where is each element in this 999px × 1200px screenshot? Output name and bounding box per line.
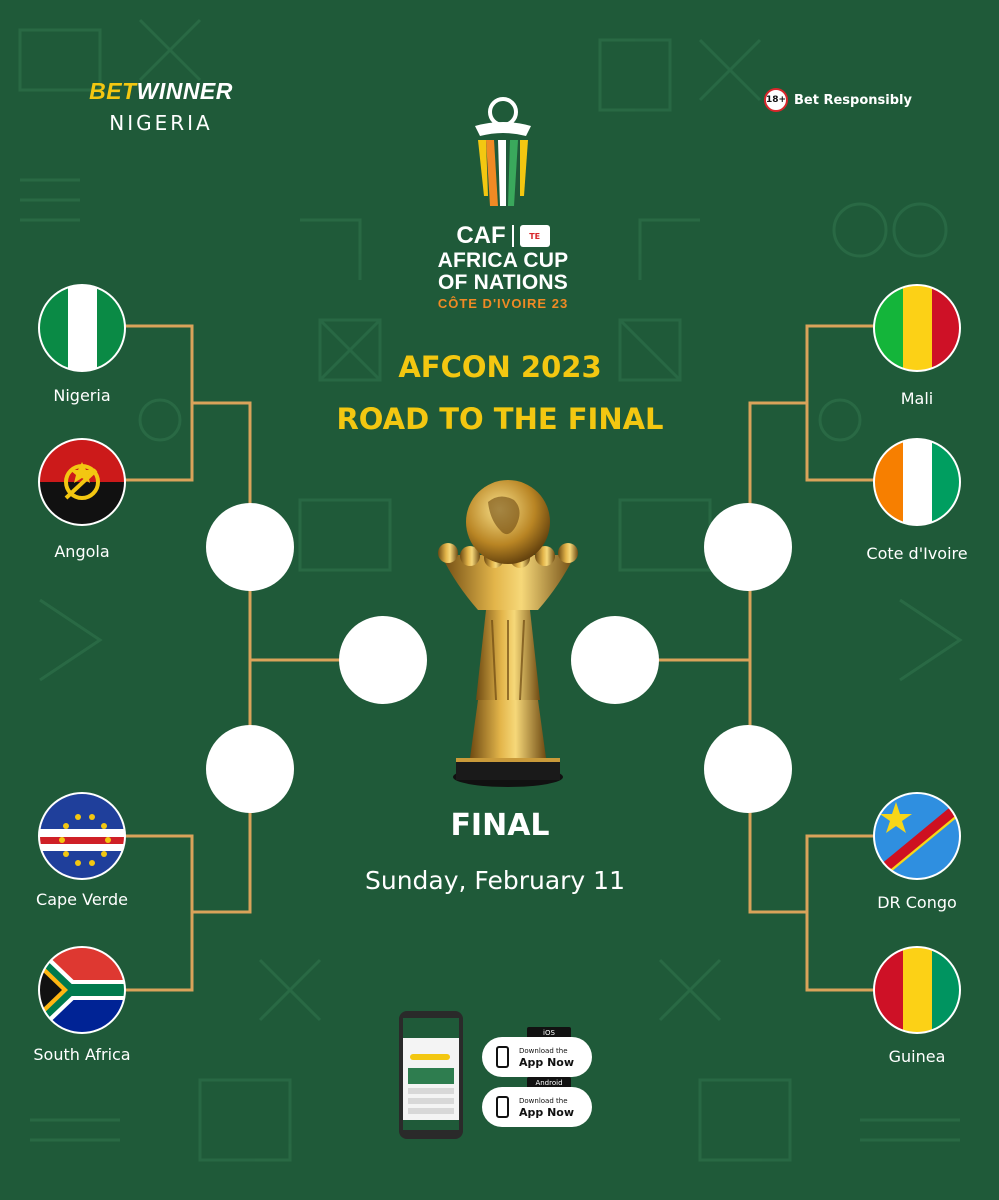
bracket-line-right-bottom-to-semi (748, 812, 807, 914)
betwinner-logo: BETWINNER NIGERIA (66, 78, 256, 135)
team-label-left-1: Nigeria (53, 386, 111, 405)
ios-app-now-label: App Now (519, 1056, 575, 1069)
android-app-now-label: App Now (519, 1106, 575, 1119)
phone-icon (496, 1096, 509, 1118)
slot-right-semi-bottom (704, 725, 792, 813)
slot-left-semi-top (206, 503, 294, 591)
bracket-lines (125, 324, 875, 992)
caf-separator (511, 225, 514, 247)
final-date: Sunday, February 11 (365, 866, 625, 895)
cape-verde-flag-icon (39, 793, 125, 879)
slot-right-finalist (571, 616, 659, 704)
result-slots (206, 503, 792, 813)
bracket-line-right-bottom-pair (805, 834, 875, 992)
headline-line2: ROAD TO THE FINAL (336, 402, 664, 436)
team-label-left-4: South Africa (33, 1045, 131, 1064)
brand-name-part2: WINNER (136, 78, 233, 104)
phone-mockup-icon (399, 1011, 463, 1139)
afcon-logo: CAF TE AFRICA CUP OF NATIONS CÔTE D'IVOI… (430, 96, 576, 311)
age-18-badge-icon: 18+ (764, 88, 788, 112)
bracket-line-right-top-to-semi (748, 401, 807, 505)
bet-responsibly-text: Bet Responsibly (794, 92, 912, 108)
caf-wordmark: CAF (456, 222, 506, 249)
ios-download-button[interactable]: Download the App Now (482, 1037, 592, 1077)
team-label-right-1: Mali (900, 389, 934, 408)
brand-name-part1: BET (89, 78, 137, 104)
trophy-emblem-icon (475, 97, 531, 206)
afcon-name-line1: AFRICA CUP (437, 249, 569, 272)
brand-country: NIGERIA (109, 111, 213, 135)
totalenergies-logo-icon: TE (519, 225, 550, 247)
team-label-left-2: Angola (54, 542, 110, 561)
headline-line1: AFCON 2023 (398, 350, 602, 384)
slot-left-finalist (339, 616, 427, 704)
afcon-host: CÔTE D'IVOIRE 23 (437, 296, 569, 311)
team-label-right-4: Guinea (888, 1047, 946, 1066)
bracket-line-left-top-to-semi (192, 401, 252, 505)
dr-congo-flag-icon (874, 793, 960, 879)
bracket-line-left-bottom-pair (125, 834, 194, 992)
slot-left-semi-bottom (206, 725, 294, 813)
team-label-left-3: Cape Verde (36, 890, 128, 909)
ios-tag: iOS (527, 1027, 571, 1039)
afcon-name-line2: OF NATIONS (438, 271, 568, 294)
ios-download-label: Download the (519, 1047, 568, 1055)
android-download-button[interactable]: Download the App Now (482, 1087, 592, 1127)
afcon-trophy-icon (438, 480, 578, 787)
team-label-right-2: Cote d'Ivoire (866, 544, 968, 563)
slot-right-semi-top (704, 503, 792, 591)
android-tag: Android (527, 1077, 571, 1089)
bet-responsibly: 18+ Bet Responsibly (764, 88, 912, 112)
final-title: FINAL (450, 808, 550, 843)
brand-wordmark: BETWINNER (66, 78, 256, 105)
phone-icon (496, 1046, 509, 1068)
bracket-line-left-bottom-to-semi (192, 812, 252, 914)
team-label-right-3: DR Congo (877, 893, 957, 912)
android-download-label: Download the (519, 1097, 568, 1105)
